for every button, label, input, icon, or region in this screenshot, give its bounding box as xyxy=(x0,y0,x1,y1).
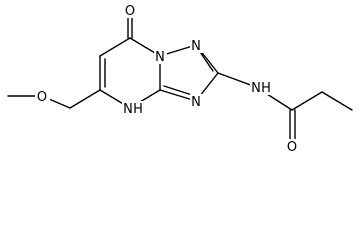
bond-ch2-ch3 xyxy=(321,91,353,111)
atom-n-bridgehead: N xyxy=(155,50,165,65)
atom-n-pyrimidine-nh: N xyxy=(123,102,133,117)
molecule-diagram: O N N N N H N H O O xyxy=(7,2,353,155)
atom-o-amide: O xyxy=(287,140,297,155)
atom-h-pyrimidine: H xyxy=(133,102,143,117)
atom-o-carbonyl: O xyxy=(125,4,135,19)
atom-n-amide: N xyxy=(251,81,261,96)
bond-c5-ch2 xyxy=(69,89,101,109)
atom-h-amide: H xyxy=(261,81,271,96)
bond-n2-c2-double xyxy=(199,51,214,72)
bond-co-ch2 xyxy=(291,91,323,111)
atom-n-triazole-top: N xyxy=(191,39,201,54)
bond-c2-nh xyxy=(217,72,257,88)
atom-n-triazole-bottom: N xyxy=(191,95,201,110)
atom-o-methoxy: O xyxy=(37,90,47,105)
bond-n3-c3a-double xyxy=(163,85,193,96)
bond-c7-c6 xyxy=(99,37,131,57)
structure-drawing: O N N N N H N H O O xyxy=(7,2,353,155)
